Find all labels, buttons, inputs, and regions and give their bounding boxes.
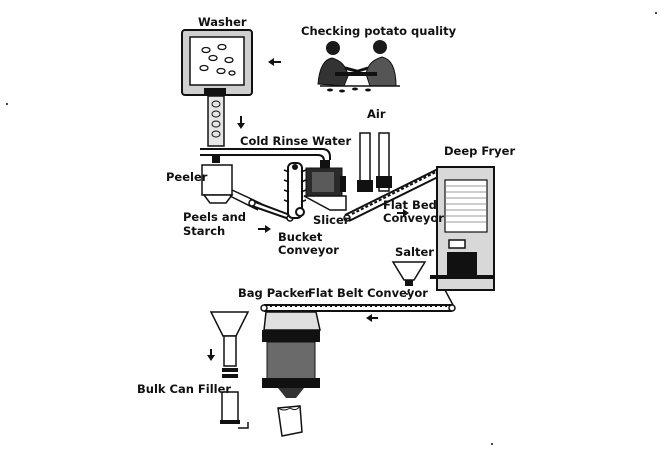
flow-arrow-icon	[397, 209, 409, 217]
label-flat-belt-conveyor: Flat Belt Conveyor	[308, 286, 428, 300]
scan-specks	[6, 12, 657, 445]
label-bulk-can-filler: Bulk Can Filler	[137, 382, 232, 396]
label-deep-fryer: Deep Fryer	[444, 144, 516, 158]
washer	[181, 29, 253, 96]
worker-icon	[317, 41, 361, 87]
potato-icon	[199, 43, 236, 76]
flow-arrow-icon	[207, 349, 215, 361]
bulk-can-filler	[209, 311, 250, 429]
label-bucket-1: Bucket	[278, 230, 323, 244]
label-air: Air	[367, 107, 386, 121]
air-ducts	[357, 132, 392, 192]
inspection-table	[320, 72, 400, 93]
washer-chute	[207, 95, 225, 147]
cold-rinse-pipe	[200, 148, 331, 163]
flow-arrow-icon	[268, 58, 281, 66]
bucket-conveyor	[248, 162, 307, 222]
peeler	[201, 164, 234, 204]
label-peeler: Peeler	[166, 170, 208, 184]
chip-bag	[277, 405, 303, 437]
salter	[391, 261, 427, 297]
label-peels-1: Peels and	[183, 210, 246, 224]
bag-packer	[262, 311, 321, 437]
flat-belt-conveyor	[260, 289, 456, 312]
label-flat-bed-1: Flat Bed	[383, 198, 437, 212]
flow-arrow-icon	[237, 116, 245, 129]
flow-arrow-icon	[258, 225, 271, 233]
label-washer: Washer	[198, 15, 247, 29]
flow-arrow-icon	[366, 314, 378, 322]
label-peels-2: Starch	[183, 224, 226, 238]
worker-icon	[354, 40, 397, 87]
label-flat-bed-2: Conveyor	[383, 211, 444, 225]
label-checking-quality: Checking potato quality	[301, 24, 457, 38]
label-bag-packer: Bag Packer	[238, 286, 311, 300]
slicer	[303, 160, 347, 211]
label-salter: Salter	[395, 245, 434, 259]
label-slicer: Slicer	[313, 213, 350, 227]
label-cold-rinse-water: Cold Rinse Water	[240, 134, 352, 148]
label-bucket-2: Conveyor	[278, 243, 339, 257]
deep-fryer	[430, 166, 495, 291]
